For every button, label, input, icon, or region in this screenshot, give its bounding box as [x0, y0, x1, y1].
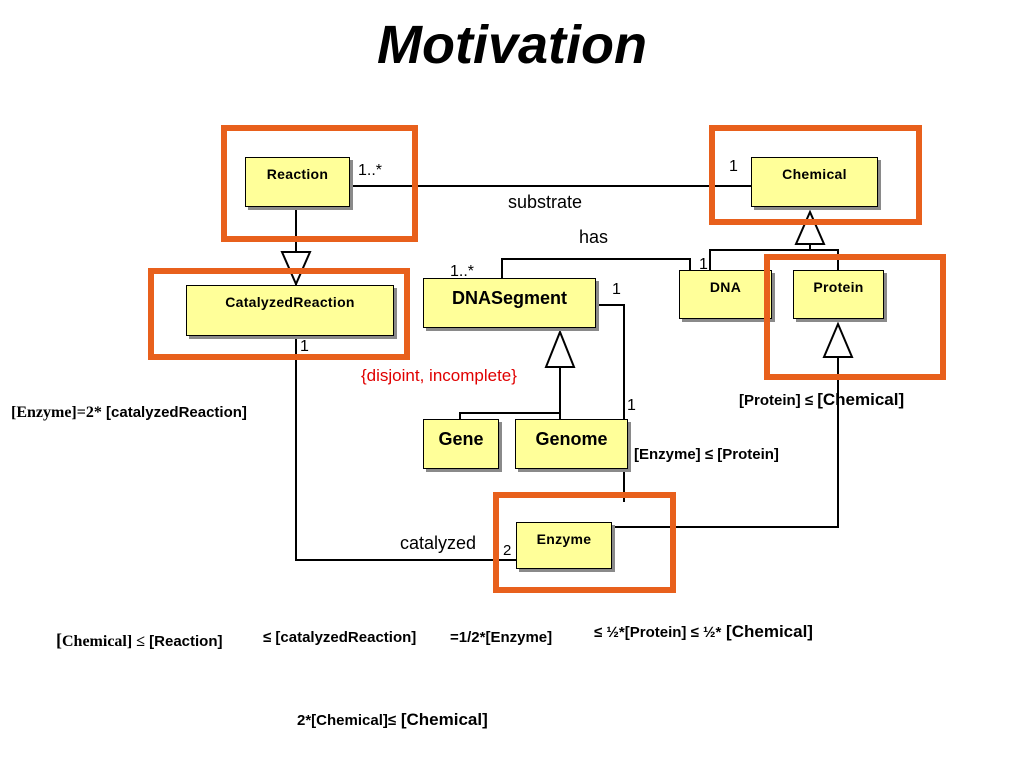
class-dna-segment-label: DNASegment [451, 288, 567, 308]
equation-half-enzyme: =1/2*[Enzyme] [450, 629, 553, 646]
equation-bracket: [ [56, 630, 62, 650]
class-protein-label: Protein [813, 279, 864, 295]
class-catalyzed-reaction-label: CatalyzedReaction [225, 294, 355, 310]
annotation-protein-le-chemical-b: [Chemical] [817, 390, 905, 409]
equation-half-protein-large: [Chemical] [721, 622, 813, 641]
class-enzyme: Enzyme [516, 522, 612, 569]
class-dna-segment: DNASegment [423, 278, 596, 328]
annotation-protein-le-chemical-a: [Protein] ≤ [739, 392, 818, 409]
annotation-enzyme-count-suffix: [catalyzedReaction] [101, 404, 247, 421]
equation-final: 2*[Chemical]≤ [Chemical] [297, 710, 488, 730]
multiplicity-genome-enzyme: 1 [627, 397, 636, 414]
annotation-enzyme-le-protein: [Enzyme] ≤ [Protein] [634, 446, 779, 463]
equation-half-protein-small: ≤ ½*[Protein] ≤ ½* [594, 624, 722, 641]
equation-half-protein: ≤ ½*[Protein] ≤ ½* [Chemical] [594, 622, 813, 642]
multiplicity-dna-has: 1 [699, 256, 708, 273]
enzyme-protein-line [612, 358, 839, 528]
highlight-protein [764, 254, 946, 380]
highlight-reaction [221, 125, 418, 242]
class-genome: Genome [515, 419, 628, 469]
catalyzed-line [295, 336, 516, 561]
has-line [501, 258, 691, 278]
multiplicity-enzyme-catalyzed: 2 [503, 542, 512, 559]
class-catalyzed-reaction: CatalyzedReaction [186, 285, 394, 336]
annotation-protein-le-chemical: [Protein] ≤ [Chemical] [739, 390, 904, 410]
class-genome-label: Genome [535, 429, 608, 449]
equation-final-large: [Chemical] [396, 710, 488, 729]
generalization-arrow-dnasegment [544, 329, 576, 368]
equation-le-catalyzed-reaction: ≤ [catalyzedReaction] [263, 629, 417, 646]
highlight-catalyzed-reaction [148, 268, 410, 360]
class-dna-label: DNA [709, 279, 742, 295]
multiplicity-dnasegment-right: 1 [612, 281, 621, 298]
class-chemical: Chemical [751, 157, 878, 207]
annotation-enzyme-count: [Enzyme]=2* [catalyzedReaction] [11, 404, 247, 422]
class-reaction: Reaction [245, 157, 350, 207]
equation-chemical-le-reaction: [Chemical] ≤ [Reaction] [56, 630, 223, 651]
class-enzyme-label: Enzyme [536, 531, 592, 547]
class-gene-label: Gene [438, 429, 484, 449]
chemical-generalization-line [709, 249, 839, 270]
highlight-enzyme [493, 492, 676, 593]
multiplicity-catalyzedreaction-bottom: 1 [300, 338, 309, 355]
annotation-enzyme-count-prefix: [Enzyme]=2* [11, 404, 102, 421]
class-protein: Protein [793, 270, 884, 319]
class-chemical-label: Chemical [782, 166, 847, 182]
constraint-disjoint-incomplete: {disjoint, incomplete} [361, 366, 517, 385]
association-has-label: has [579, 227, 609, 247]
association-substrate-label: substrate [508, 192, 583, 212]
class-dna: DNA [679, 270, 772, 319]
class-gene: Gene [423, 419, 499, 469]
multiplicity-dnasegment-has: 1..* [450, 263, 475, 280]
multiplicity-chemical-substrate: 1 [729, 158, 738, 175]
association-catalyzed-label: catalyzed [400, 533, 477, 553]
equation-final-small: 2*[Chemical]≤ [297, 712, 397, 729]
equation-reaction: [Reaction] [144, 633, 223, 650]
generalization-arrow-protein [822, 321, 854, 358]
class-reaction-label: Reaction [266, 166, 329, 182]
highlight-chemical [709, 125, 922, 225]
generalization-arrow-chemical [794, 209, 826, 245]
page-title: Motivation [377, 15, 647, 75]
multiplicity-reaction-substrate: 1..* [358, 162, 383, 179]
gene-genome-branch [459, 412, 561, 419]
genome-enzyme-line [596, 304, 625, 502]
equation-chemical-serif: Chemical] ≤ [62, 633, 145, 650]
